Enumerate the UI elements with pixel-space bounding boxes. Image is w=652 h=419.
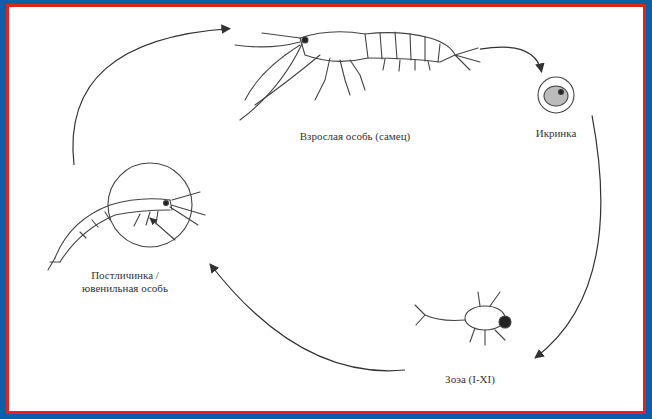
stage-node: Икринка: [520, 72, 592, 142]
stage-caption: Взрослая особь (самец): [300, 130, 411, 143]
stage-caption-group: Икринка: [534, 127, 579, 140]
adult-shrimp: [235, 32, 480, 120]
stage-node: Зоэа (I-XI): [405, 288, 535, 388]
zoea-larva: [415, 292, 511, 345]
stage-node: Постличинка / ювенильная особь: [40, 165, 210, 297]
stage-caption: Зоэа (I-XI): [445, 373, 495, 386]
stage-node: Взрослая особь (самец): [230, 8, 480, 145]
stage-caption-group: Взрослая особь (самец): [298, 130, 413, 143]
stage-caption: Постличинка / ювенильная особь: [75, 269, 175, 295]
egg: [538, 77, 574, 113]
cycle-arrow: [535, 115, 601, 358]
postlarva-shrimp: [48, 163, 205, 270]
frame-panel: [6, 4, 646, 414]
stage-caption: Икринка: [536, 127, 577, 140]
cycle-arrow: [73, 29, 230, 165]
stage-caption-group: Зоэа (I-XI): [443, 373, 497, 386]
cycle-arrow: [210, 264, 405, 371]
cycle-arrow: [480, 47, 542, 72]
stage-caption-group: Постличинка / ювенильная особь: [73, 269, 177, 295]
